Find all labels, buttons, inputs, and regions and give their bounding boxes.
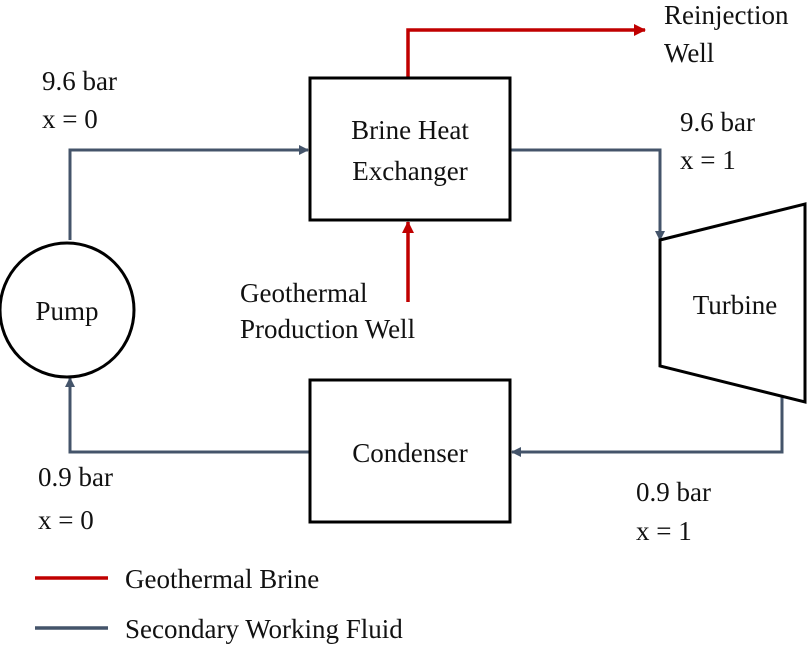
legend: Geothermal Brine Secondary Working Fluid [35,564,403,644]
heat-exchanger-label-line2: Exchanger [352,156,467,186]
flow-pump-to-heat-exchanger [68,145,309,240]
brine-heat-exchanger-box [308,76,512,222]
turbine-outlet-pressure: 0.9 bar [636,477,711,507]
hx-outlet-pressure: 9.6 bar [680,107,755,137]
legend-label-geothermal-brine: Geothermal Brine [125,564,319,594]
turbine-outlet-quality: x = 1 [636,516,692,546]
condenser-box [308,378,512,524]
legend-label-secondary-working-fluid: Secondary Working Fluid [125,614,403,644]
flow-turbine-to-condenser [511,394,784,457]
flow-heat-exchanger-to-reinjection-well [406,24,646,78]
pump-label: Pump [35,296,98,326]
flow-heat-exchanger-to-turbine [510,148,665,241]
condenser-outlet-pressure: 0.9 bar [38,462,113,492]
flow-condenser-to-pump [65,377,310,454]
pump-circle [0,241,136,379]
reinjection-well-label-line1: Reinjection [664,0,789,30]
pump-outlet-quality: x = 0 [42,104,98,134]
condenser-outlet-quality: x = 0 [38,505,94,535]
hx-outlet-quality: x = 1 [680,145,736,175]
heat-exchanger-label-line1: Brine Heat [351,115,469,145]
turbine-shape [658,202,807,404]
condenser-label: Condenser [352,438,467,468]
reinjection-well-label-line2: Well [664,38,714,68]
production-well-label-line1: Geothermal [240,278,367,308]
production-well-label-line2: Production Well [240,314,415,344]
turbine-label: Turbine [693,290,778,320]
pump-outlet-pressure: 9.6 bar [42,66,117,96]
